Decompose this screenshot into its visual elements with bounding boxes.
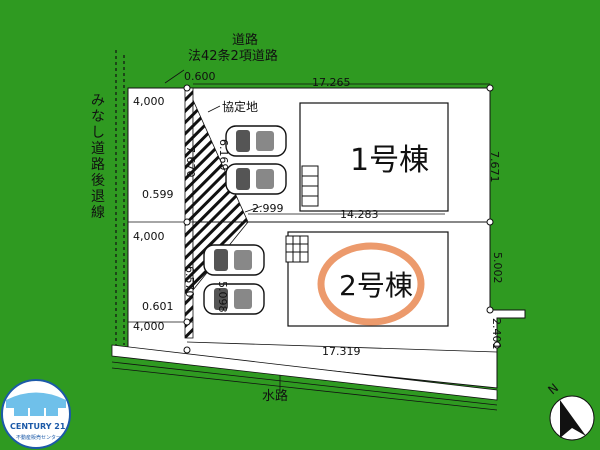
setback-label-char: な — [91, 109, 105, 125]
agreement-label: 協定地 — [222, 99, 258, 114]
setback-label-char: し — [91, 125, 105, 141]
dim-left-top: 4,000 — [133, 95, 165, 108]
north-compass: N — [545, 381, 595, 441]
dim-lot2-right-lower: 2.401 — [490, 318, 503, 350]
car-icon — [203, 244, 265, 276]
building-1-label: 1号棟 — [350, 143, 429, 178]
dim-left-bottom: 4,000 — [133, 320, 165, 333]
dim-middle-width: 14.283 — [340, 208, 379, 221]
setback-label-char: 道 — [91, 141, 105, 157]
dim-setback-top: 0.600 — [184, 70, 216, 83]
car-icon — [225, 163, 287, 195]
entrance-steps-1 — [301, 165, 319, 207]
setback-label-char: 線 — [91, 205, 105, 221]
logo-brand: CENTURY 21 — [10, 422, 66, 431]
setback-strip — [184, 87, 194, 339]
setback-label-char: 後 — [91, 173, 105, 189]
setback-label-char: み — [91, 93, 105, 109]
dim-lot2-left: 6.570 — [183, 266, 196, 298]
car-icon — [225, 125, 287, 157]
dim-lot2-right: 5.002 — [491, 252, 504, 284]
dim-left-mid: 4,000 — [133, 230, 165, 243]
entrance-steps-2 — [285, 235, 309, 263]
dim-top-width: 17.265 — [312, 76, 351, 89]
logo-sub: 不動産販売センター — [16, 434, 61, 441]
dim-corner-1: 0.599 — [142, 188, 174, 201]
car-icon — [203, 283, 265, 315]
road-label: 道路 — [232, 32, 258, 48]
setback-label-char: 退 — [91, 189, 105, 205]
waterway-band — [111, 344, 498, 401]
building-1 — [299, 102, 449, 212]
dim-bottom-width: 17.319 — [322, 345, 361, 358]
dim-corner-3: 0.601 — [142, 300, 174, 313]
dim-lot1-left: 7.670 — [184, 146, 197, 178]
dim-corner-2: 2.999 — [252, 202, 284, 215]
waterway-label: 水路 — [262, 388, 288, 404]
building-2-label: 2号棟 — [339, 269, 413, 302]
dim-parking-1: 6.169 — [217, 139, 230, 171]
compass-label: N — [545, 381, 561, 397]
road-type-label: 法42条2項道路 — [188, 48, 278, 64]
dim-parking-2: 5.098 — [216, 281, 229, 313]
building-2-highlight — [317, 242, 425, 326]
century21-logo: CENTURY 21 不動産販売センター — [1, 379, 71, 449]
setback-label-char: 路 — [91, 157, 105, 173]
dim-lot1-right: 7.671 — [488, 151, 501, 183]
